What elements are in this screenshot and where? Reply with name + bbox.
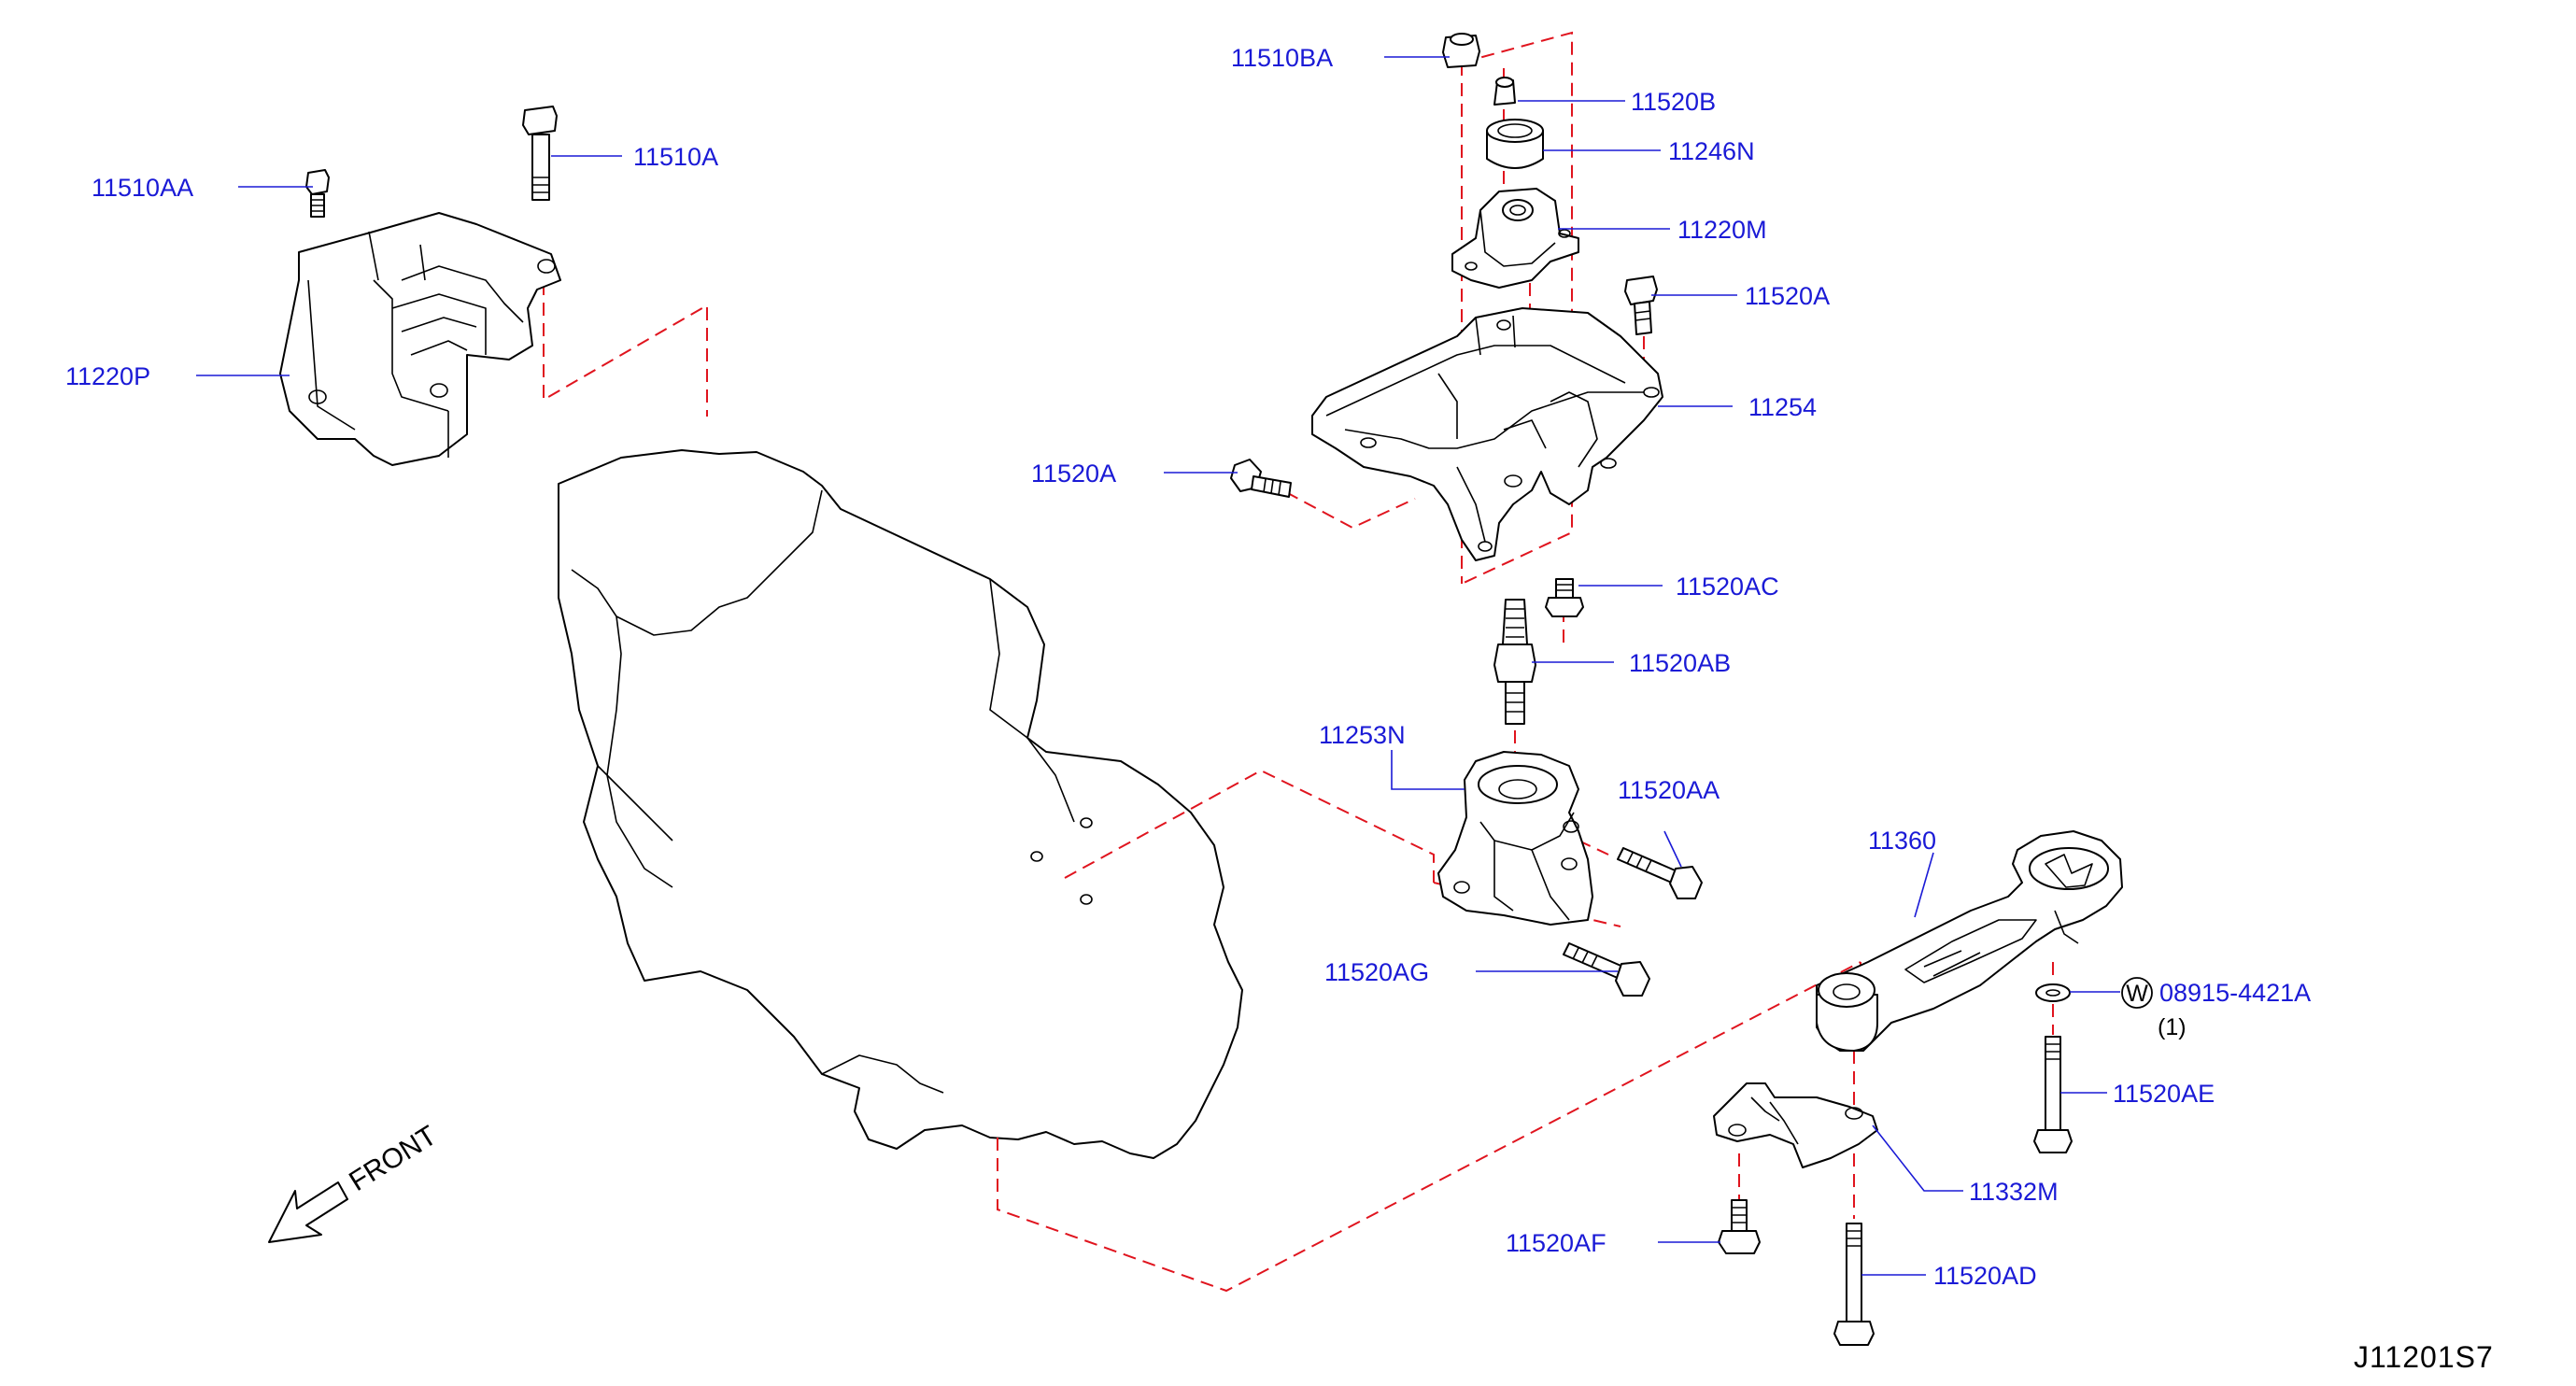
callout-11510BA: 11510BA bbox=[1231, 44, 1333, 72]
w-symbol-circle bbox=[2121, 977, 2153, 1009]
front-label: FRONT bbox=[344, 1120, 442, 1197]
callout-11520AC: 11520AC bbox=[1676, 573, 1779, 601]
front-arrow-icon bbox=[268, 1181, 348, 1243]
callout-11246N: 11246N bbox=[1668, 137, 1755, 165]
callout-11510A: 11510A bbox=[633, 143, 718, 171]
bracket-11254 bbox=[1311, 307, 1663, 561]
bracket-11253N bbox=[1437, 751, 1593, 926]
bolt-11520AA bbox=[1617, 847, 1703, 899]
bolt-11510AA bbox=[305, 169, 330, 218]
callout-11510AA: 11510AA bbox=[92, 174, 193, 202]
bolt-11520AD bbox=[1833, 1223, 1875, 1346]
callout-11520AD: 11520AD bbox=[1933, 1262, 2037, 1290]
bolt-11510A bbox=[522, 106, 558, 201]
callout-11220M: 11220M bbox=[1677, 216, 1767, 244]
callout-11520AF: 11520AF bbox=[1506, 1229, 1606, 1257]
stud-11520AB bbox=[1493, 599, 1536, 725]
callout-labels: 11510BA 11520B 11246N 11220M 11520A 1125… bbox=[65, 44, 2311, 1290]
callout-11360: 11360 bbox=[1868, 827, 1936, 855]
bolt-11520AC bbox=[1545, 578, 1584, 617]
callout-11220P: 11220P bbox=[65, 362, 150, 390]
callout-11520AB: 11520AB bbox=[1629, 649, 1731, 677]
nut-11510BA bbox=[1442, 33, 1480, 68]
bushing-11246N bbox=[1486, 119, 1544, 169]
callout-11520B: 11520B bbox=[1631, 88, 1716, 116]
nut-11520B bbox=[1493, 77, 1516, 106]
callout-08915-quantity: (1) bbox=[2158, 1014, 2187, 1040]
engine-block bbox=[558, 449, 1243, 1159]
w-symbol-label: W bbox=[2126, 981, 2148, 1007]
part-11220P-mount bbox=[279, 212, 561, 466]
callout-11520A-top: 11520A bbox=[1745, 282, 1830, 310]
callout-11332M: 11332M bbox=[1969, 1178, 2059, 1206]
torque-rod-11360 bbox=[1816, 830, 2123, 1052]
bolt-11520AF bbox=[1718, 1199, 1761, 1254]
part-11220M-mount bbox=[1451, 188, 1579, 289]
callout-11520AA: 11520AA bbox=[1618, 776, 1720, 804]
callout-11520AG: 11520AG bbox=[1324, 958, 1429, 986]
callout-11520A-left: 11520A bbox=[1031, 460, 1116, 488]
diagram-code: J11201S7 bbox=[2354, 1340, 2494, 1374]
bolt-11520A-left bbox=[1230, 459, 1292, 498]
leader-lines bbox=[196, 56, 2120, 1276]
bolt-11520AE bbox=[2033, 1036, 2073, 1153]
bolt-11520A-top bbox=[1624, 276, 1658, 335]
callout-11254: 11254 bbox=[1748, 393, 1817, 421]
washer-08915-4421A bbox=[2035, 983, 2071, 1002]
callout-11253N: 11253N bbox=[1319, 721, 1406, 749]
callout-08915-4421A: 08915-4421A bbox=[2159, 979, 2311, 1007]
bracket-11332M bbox=[1713, 1082, 1878, 1168]
callout-11520AE: 11520AE bbox=[2113, 1080, 2215, 1108]
bolt-11520AG bbox=[1563, 942, 1650, 997]
